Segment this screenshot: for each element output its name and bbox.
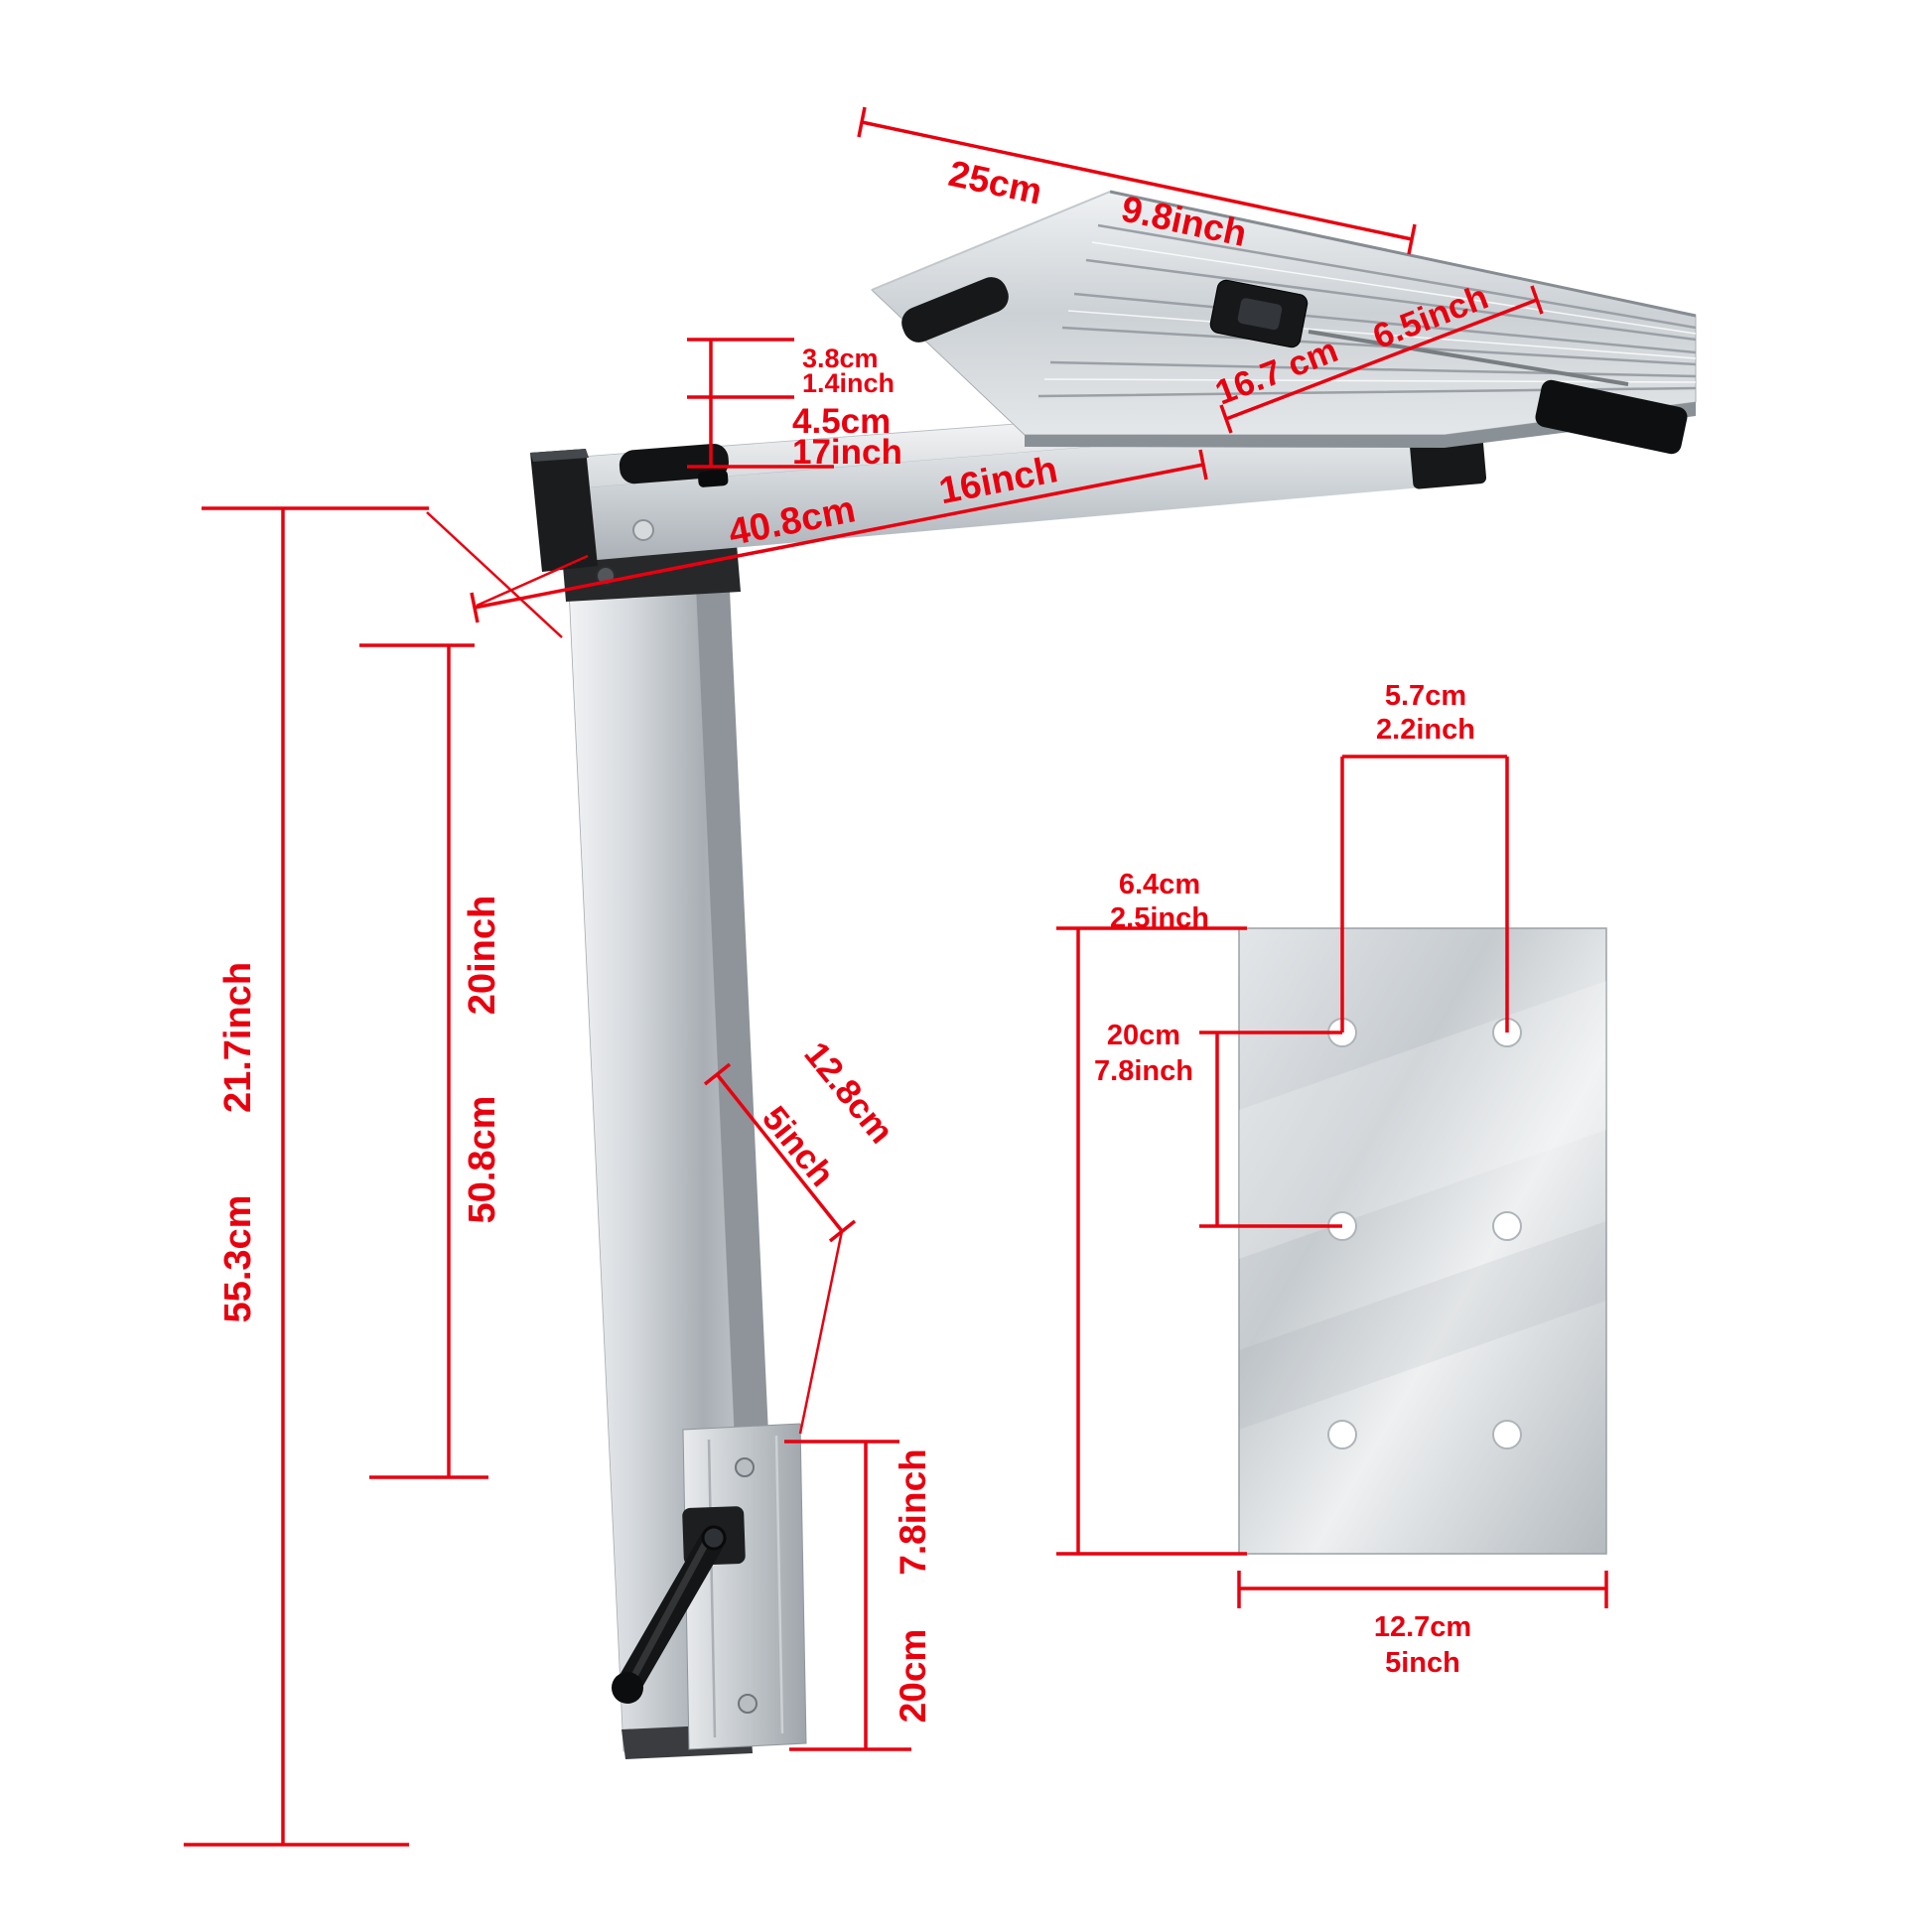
clamp-lever-highlight bbox=[631, 1537, 711, 1678]
plate-lock-knob bbox=[1209, 279, 1309, 348]
leg-height-inch-label: 20inch bbox=[462, 896, 503, 1015]
plate-left-edge bbox=[871, 191, 1111, 291]
plate-slot bbox=[1308, 330, 1629, 386]
dim-mount-plate-height: 20cm 7.8inch bbox=[1056, 926, 1247, 1556]
dim-overall-height: 21.7inch 55.3cm bbox=[184, 506, 563, 1847]
plate-slider-shoe bbox=[1535, 379, 1688, 455]
slide-plate-ridges bbox=[1037, 223, 1696, 398]
table-top-slide-plate bbox=[871, 190, 1697, 455]
plate-front-edge bbox=[1025, 402, 1696, 448]
dim-arm-tube: 3.8cm 1.4inch 4.5cm 17inch bbox=[687, 338, 902, 472]
bracket-groove bbox=[774, 1435, 784, 1734]
arm-end-cap bbox=[530, 449, 598, 572]
dim-leg-height: 20inch 50.8cm bbox=[359, 643, 503, 1479]
arm-tube-top-cm-label: 3.8cm bbox=[802, 344, 879, 373]
top-plate-width-cm-label: 25cm bbox=[945, 153, 1045, 212]
hole-spacing-vertical-cm-label: 6.4cm bbox=[1119, 869, 1200, 900]
mount-plate-width-cm-label: 12.7cm bbox=[1374, 1611, 1471, 1643]
mount-plate-shade bbox=[1239, 1221, 1606, 1430]
wall-mount-plate bbox=[1238, 927, 1607, 1555]
arm-tube-inch-label: 17inch bbox=[792, 433, 902, 472]
bracket-height-inch-label: 7.8inch bbox=[893, 1449, 933, 1576]
mount-plate-height-cm-label: 20cm bbox=[1107, 1020, 1180, 1051]
arm-end-cap-top bbox=[530, 449, 589, 462]
mount-hole bbox=[1327, 1420, 1357, 1449]
leg-mount-bracket bbox=[612, 1423, 807, 1750]
bracket-screw bbox=[738, 1694, 758, 1714]
mount-plate-width-inch-label: 5inch bbox=[1385, 1647, 1460, 1679]
arm-tube-cm-label: 4.5cm bbox=[792, 402, 891, 441]
bracket-depth-inch-label: 5inch bbox=[755, 1099, 842, 1194]
arm-screw bbox=[632, 519, 654, 541]
bracket-screw bbox=[735, 1457, 755, 1477]
arm-tube-top-inch-label: 1.4inch bbox=[802, 368, 895, 398]
plate-release-handle bbox=[901, 277, 1009, 343]
bracket-groove bbox=[707, 1439, 717, 1738]
dim-bracket-height: 7.8inch 20cm bbox=[784, 1440, 933, 1751]
dim-mount-plate-width: 12.7cm 5inch bbox=[1237, 1571, 1608, 1679]
mount-plate-sheen bbox=[1239, 981, 1606, 1259]
arm-lock-latch bbox=[619, 443, 729, 487]
leg-height-cm-label: 50.8cm bbox=[462, 1096, 503, 1224]
mount-hole bbox=[1492, 1211, 1522, 1241]
clamp-pivot-bolt bbox=[701, 1525, 727, 1551]
overall-height-cm-label: 55.3cm bbox=[217, 1195, 259, 1323]
mount-plate-height-inch-label: 7.8inch bbox=[1094, 1055, 1193, 1087]
dim-hole-spacing-horizontal: 5.7cm 2.2inch bbox=[1340, 680, 1509, 1033]
bracket-height-cm-label: 20cm bbox=[893, 1629, 933, 1724]
overall-height-inch-label: 21.7inch bbox=[217, 962, 259, 1113]
mount-hole bbox=[1492, 1420, 1522, 1449]
arm-front-face bbox=[578, 417, 1467, 561]
hole-spacing-horizontal-cm-label: 5.7cm bbox=[1385, 680, 1466, 712]
plate-back-edge bbox=[1109, 190, 1697, 318]
hole-spacing-horizontal-inch-label: 2.2inch bbox=[1376, 714, 1475, 746]
clamp-lever-knob bbox=[612, 1672, 643, 1704]
